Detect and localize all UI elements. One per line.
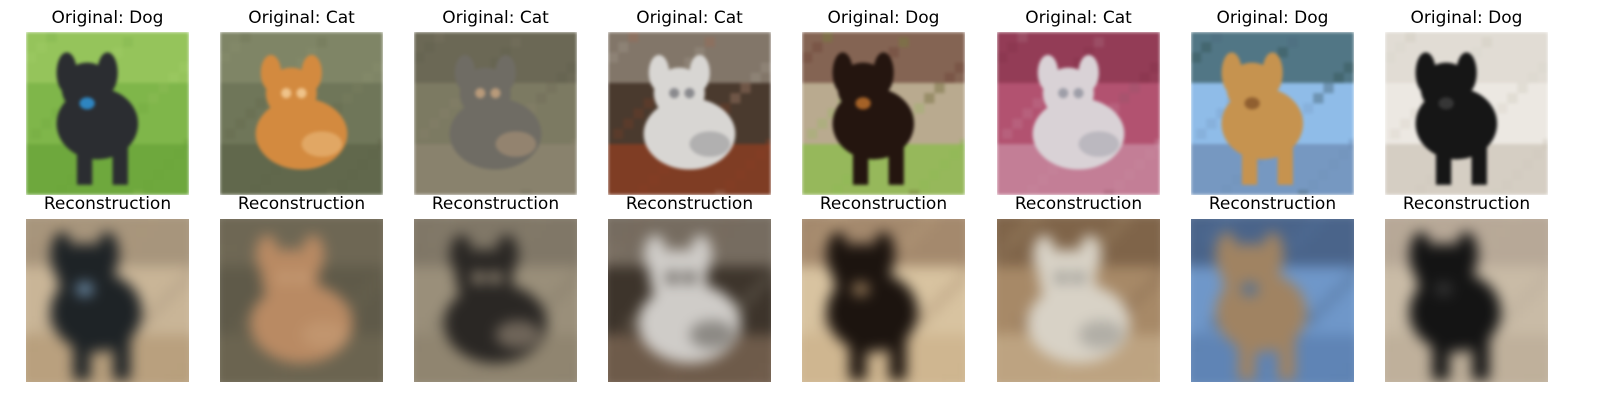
original-title: Original: Cat: [442, 8, 549, 28]
original-image: [1385, 32, 1548, 195]
reconstructed-image: [802, 219, 965, 382]
original-title: Original: Dog: [1410, 8, 1523, 28]
reconstruction-title: Reconstruction: [1014, 194, 1143, 214]
reconstruction-title: Reconstruction: [819, 194, 948, 214]
reconstructed-image: [414, 219, 577, 382]
original-title: Original: Dog: [1216, 8, 1329, 28]
reconstruction-title: Reconstruction: [237, 194, 366, 214]
reconstruction-title: Reconstruction: [625, 194, 754, 214]
original-image: [26, 32, 189, 195]
reconstructed-image: [220, 219, 383, 382]
original-image: [1191, 32, 1354, 195]
reconstructed-image: [1191, 219, 1354, 382]
reconstructed-image: [26, 219, 189, 382]
original-title: Original: Cat: [248, 8, 355, 28]
reconstruction-title: Reconstruction: [1208, 194, 1337, 214]
reconstruction-title: Reconstruction: [431, 194, 560, 214]
original-title: Original: Dog: [51, 8, 164, 28]
reconstructed-image: [608, 219, 771, 382]
original-image: [220, 32, 383, 195]
reconstruction-title: Reconstruction: [1402, 194, 1531, 214]
original-image: [997, 32, 1160, 195]
reconstruction-title: Reconstruction: [43, 194, 172, 214]
original-image: [802, 32, 965, 195]
original-title: Original: Cat: [636, 8, 743, 28]
original-image: [414, 32, 577, 195]
original-title: Original: Dog: [827, 8, 940, 28]
original-image: [608, 32, 771, 195]
reconstructed-image: [1385, 219, 1548, 382]
reconstructed-image: [997, 219, 1160, 382]
original-title: Original: Cat: [1025, 8, 1132, 28]
